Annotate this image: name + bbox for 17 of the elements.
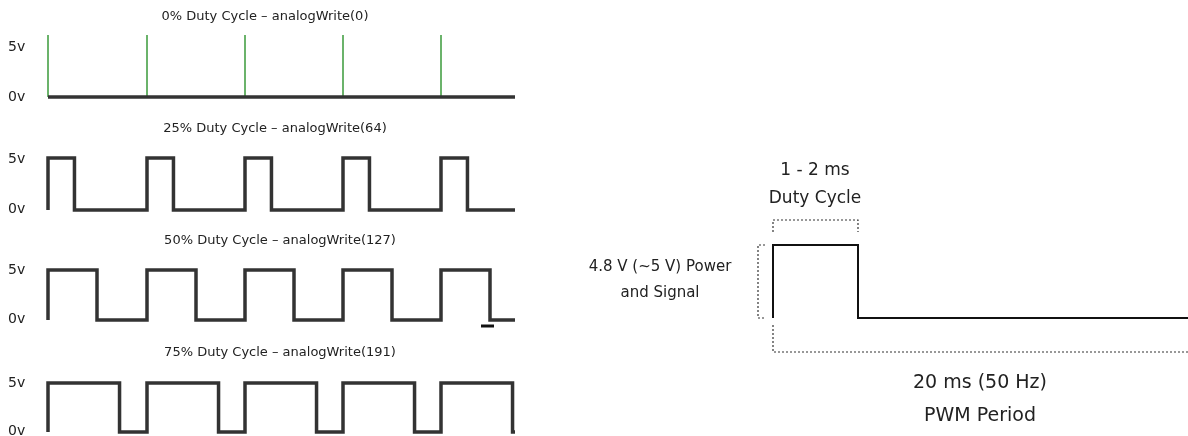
measure-label: 1 - 2 ms xyxy=(779,160,851,180)
chart-title: 0% Duty Cycle – analogWrite(0) xyxy=(160,9,370,24)
axis-label: 0v xyxy=(8,200,27,217)
measure-label: PWM Period xyxy=(923,404,1037,426)
measure-label: Duty Cycle xyxy=(767,188,863,208)
axis-label: 0v xyxy=(8,422,27,436)
measure-label: 20 ms (50 Hz) xyxy=(912,371,1048,393)
axis-label: 0v xyxy=(8,88,27,105)
axis-label: 5v xyxy=(8,374,27,391)
axis-label: 5v xyxy=(8,38,27,55)
axis-label: 0v xyxy=(8,310,27,327)
chart-title: 50% Duty Cycle – analogWrite(127) xyxy=(163,233,397,248)
axis-label: 5v xyxy=(8,261,27,278)
chart-title: 75% Duty Cycle – analogWrite(191) xyxy=(163,345,397,360)
measure-label: 4.8 V (~5 V) Power and Signal xyxy=(587,256,733,303)
axis-label: 5v xyxy=(8,150,27,167)
chart-title: 25% Duty Cycle – analogWrite(64) xyxy=(162,121,388,136)
